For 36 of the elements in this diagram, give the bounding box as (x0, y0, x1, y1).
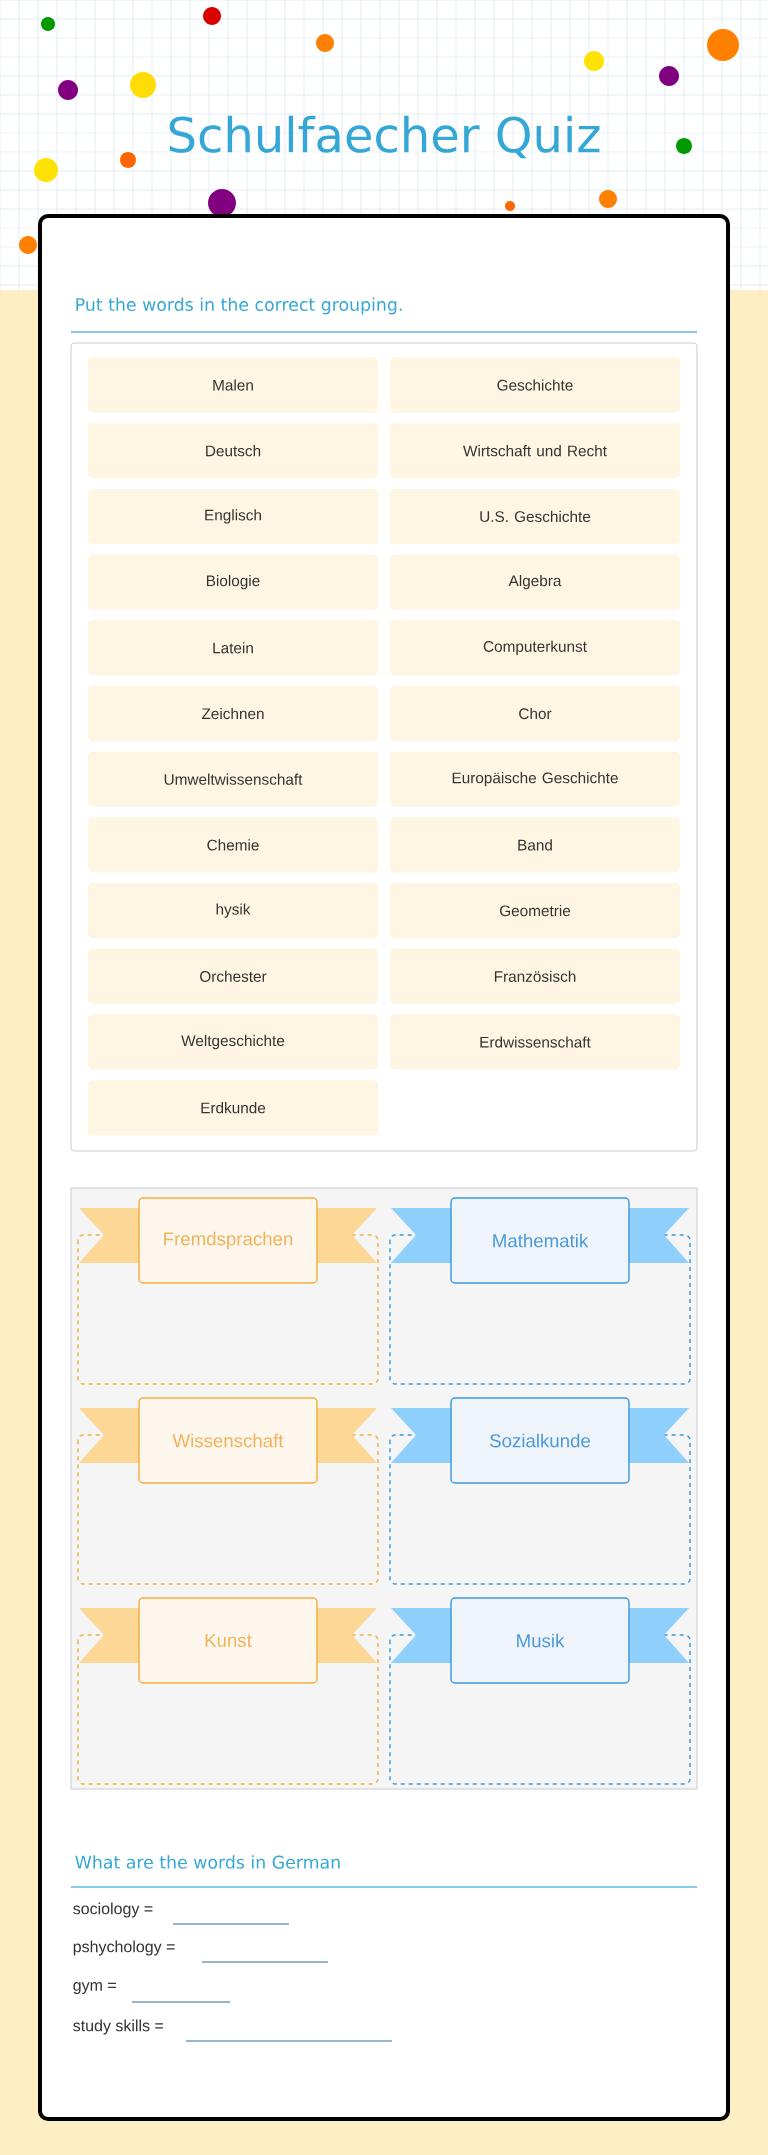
question-text: gym = (73, 1982, 116, 1994)
word-tile: Algebra (390, 554, 680, 610)
word-tile: Geschichte (390, 357, 680, 413)
question-text: sociology = (73, 1902, 153, 1918)
category-box: Wissenschaft (77, 1397, 379, 1585)
word-tile: Umweltwissenschaft (88, 751, 378, 807)
word-tile: Erdwissenschaft (390, 1014, 680, 1070)
word-tile: Biologie (88, 554, 378, 610)
title: Schulfaecher Quiz (169, 115, 600, 159)
word-tile: Weltgeschichte (88, 1014, 378, 1070)
word-tile: Band (390, 817, 680, 873)
section-heading: Put the words in the correct grouping. (76, 297, 402, 315)
word-tile: U.S. Geschichte (390, 488, 680, 544)
word-tile: hysik (88, 883, 378, 939)
word-tile: Orchester (88, 948, 378, 1004)
word-tile: Englisch (88, 488, 378, 544)
category-box: Mathematik (389, 1197, 691, 1385)
word-tile: Zeichnen (88, 686, 378, 741)
question-text: study skills = (73, 2019, 164, 2035)
word-tile: Malen (88, 357, 378, 413)
category-box: Kunst (77, 1597, 379, 1785)
word-tile: Erdkunde (88, 1080, 378, 1136)
category-box: Sozialkunde (389, 1397, 691, 1585)
word-tile: Deutsch (88, 423, 378, 479)
question-text: pshychology = (73, 1940, 175, 1956)
section-heading: What are the words in German (75, 1855, 340, 1869)
word-tile: Französisch (390, 948, 680, 1004)
word-tile: Europäische Geschichte (390, 751, 680, 807)
category-box: Musik (389, 1597, 691, 1785)
word-tile: Computerkunst (390, 620, 680, 676)
category-box: Fremdsprachen (77, 1197, 379, 1385)
word-tile: Chor (390, 686, 680, 741)
word-tile: Geometrie (390, 883, 680, 939)
word-tile: Wirtschaft und Recht (390, 423, 680, 479)
word-tile: Chemie (88, 817, 378, 873)
word-tile: Latein (88, 620, 378, 676)
